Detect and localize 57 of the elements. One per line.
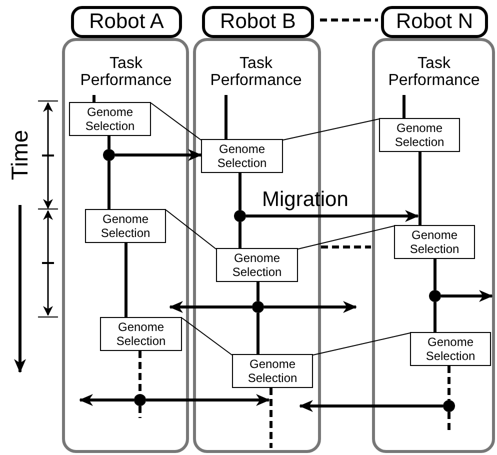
task-label: Task Performance xyxy=(200,55,312,95)
task-label: Task Performance xyxy=(378,55,490,95)
process-box: Genome Selection xyxy=(100,317,182,351)
connector-line xyxy=(238,222,242,248)
junction-dot xyxy=(134,394,146,406)
arrow xyxy=(79,394,134,406)
junction-dot xyxy=(429,290,441,302)
arrow xyxy=(169,301,252,313)
junction-dot xyxy=(234,210,246,222)
connector-line xyxy=(166,210,216,250)
robot-header: Robot N xyxy=(381,6,488,38)
process-box: Genome Selection xyxy=(410,332,491,366)
connector-line xyxy=(238,173,242,210)
process-box: Genome Selection xyxy=(201,139,283,173)
axis-label: Time xyxy=(6,130,34,180)
dashed-line xyxy=(320,18,378,22)
connector-line xyxy=(298,226,394,250)
dashed-line xyxy=(448,412,450,432)
connector-line xyxy=(434,259,436,290)
connector-line xyxy=(282,118,380,140)
robot-header: Robot A xyxy=(71,6,182,38)
dashed-line xyxy=(138,351,142,394)
arrow xyxy=(246,210,419,222)
robot-header: Robot B xyxy=(202,6,314,38)
task-label: Task Performance xyxy=(72,55,180,95)
connector-line xyxy=(124,243,128,317)
process-box: Genome Selection xyxy=(394,225,475,259)
dashed-line xyxy=(448,366,450,400)
connector-line xyxy=(108,161,110,209)
process-box: Genome Selection xyxy=(379,118,460,152)
connector-line xyxy=(92,95,96,102)
connector-line xyxy=(108,136,110,149)
process-box: Genome Selection xyxy=(69,102,151,136)
dashed-line xyxy=(321,246,371,248)
connector-line xyxy=(418,152,422,225)
junction-dot xyxy=(103,149,115,161)
connector-line xyxy=(312,332,410,356)
junction-dot xyxy=(443,400,455,412)
connector-line xyxy=(256,282,260,301)
dashed-line xyxy=(270,388,272,448)
connector-line xyxy=(434,302,436,332)
connector-line xyxy=(224,95,228,139)
arrow xyxy=(299,400,443,412)
connector-line xyxy=(402,95,406,118)
process-box: Genome Selection xyxy=(85,209,166,243)
arrow xyxy=(146,394,270,406)
edge-label: Migration xyxy=(262,188,348,212)
connector-line xyxy=(150,102,202,140)
process-box: Genome Selection xyxy=(232,354,313,388)
arrow xyxy=(441,290,493,302)
arrow xyxy=(115,149,202,161)
junction-dot xyxy=(252,301,264,313)
arrow xyxy=(264,301,357,313)
connector-line xyxy=(256,313,260,354)
process-box: Genome Selection xyxy=(216,248,298,282)
connector-line xyxy=(182,318,232,356)
dashed-line xyxy=(138,406,142,418)
